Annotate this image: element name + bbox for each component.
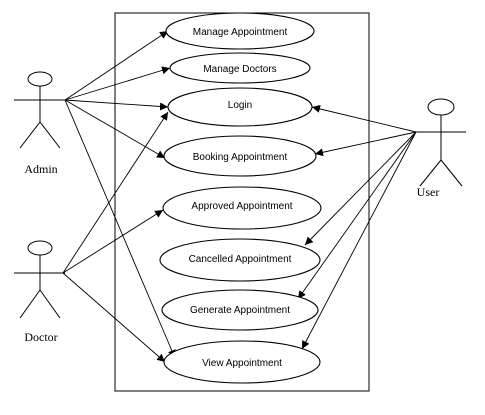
association-user-booking-appointment (314, 131, 417, 157)
association-admin-manage-appointment (64, 30, 169, 101)
use-case-label: Manage Appointment (193, 27, 288, 38)
use-case-label: Generate Appointment (190, 305, 290, 316)
actor-doctor: Doctor (14, 240, 65, 344)
association-doctor-login (62, 111, 169, 274)
actor-leg-left (19, 289, 41, 319)
actor-leg-left (19, 121, 41, 149)
association-doctor-view-appointment (62, 272, 166, 363)
actor-head-icon (27, 240, 53, 256)
use-case-login: Login (167, 87, 313, 127)
actor-head-icon (427, 98, 455, 116)
actor-head-icon (27, 71, 53, 87)
use-case-generate-appointment: Generate Appointment (161, 289, 319, 331)
association-admin-booking-appointment (64, 99, 166, 159)
actor-leg-right (39, 121, 61, 149)
use-case-ellipse (159, 238, 321, 282)
actor-leg-right (39, 289, 61, 319)
actor-leg-right (440, 159, 463, 187)
use-case-ellipse (163, 135, 317, 177)
use-case-ellipse (169, 52, 311, 84)
association-admin-login (64, 99, 169, 111)
actor-admin: Admin (14, 71, 65, 176)
use-case-ellipse (163, 340, 321, 384)
association-doctor-approved-appointment (62, 209, 164, 274)
use-case-ellipse (162, 186, 322, 230)
actor-user: User (416, 98, 466, 199)
association-user-login (311, 104, 417, 133)
use-case-label: Approved Appointment (191, 201, 292, 212)
actor-label: Doctor (24, 330, 57, 344)
use-case-label: Login (228, 100, 252, 111)
actor-leg-left (419, 159, 442, 187)
use-case-manage-appointment: Manage Appointment (165, 12, 315, 50)
association-user-generate-appointment (297, 131, 417, 300)
use-case-label: Booking Appointment (193, 152, 288, 163)
associations-layer (62, 30, 417, 363)
use-case-booking-appointment: Booking Appointment (163, 135, 317, 177)
use-case-ellipse (165, 12, 315, 50)
use-case-ellipse (161, 289, 319, 331)
association-admin-manage-doctors (64, 66, 171, 101)
use-case-label: View Appointment (202, 358, 282, 369)
association-user-view-appointment (301, 131, 417, 350)
actor-label: User (417, 185, 440, 199)
actor-label: Admin (24, 162, 57, 176)
use-case-ellipse (167, 87, 313, 127)
use-case-approved-appointment: Approved Appointment (162, 186, 322, 230)
association-user-cancelled-appointment (304, 131, 417, 246)
use-case-label: Manage Doctors (203, 64, 276, 75)
use-case-view-appointment: View Appointment (163, 340, 321, 384)
association-admin-view-appointment (64, 99, 176, 359)
use-case-label: Cancelled Appointment (189, 254, 292, 265)
use-case-cancelled-appointment: Cancelled Appointment (159, 238, 321, 282)
use-case-manage-doctors: Manage Doctors (169, 52, 311, 84)
